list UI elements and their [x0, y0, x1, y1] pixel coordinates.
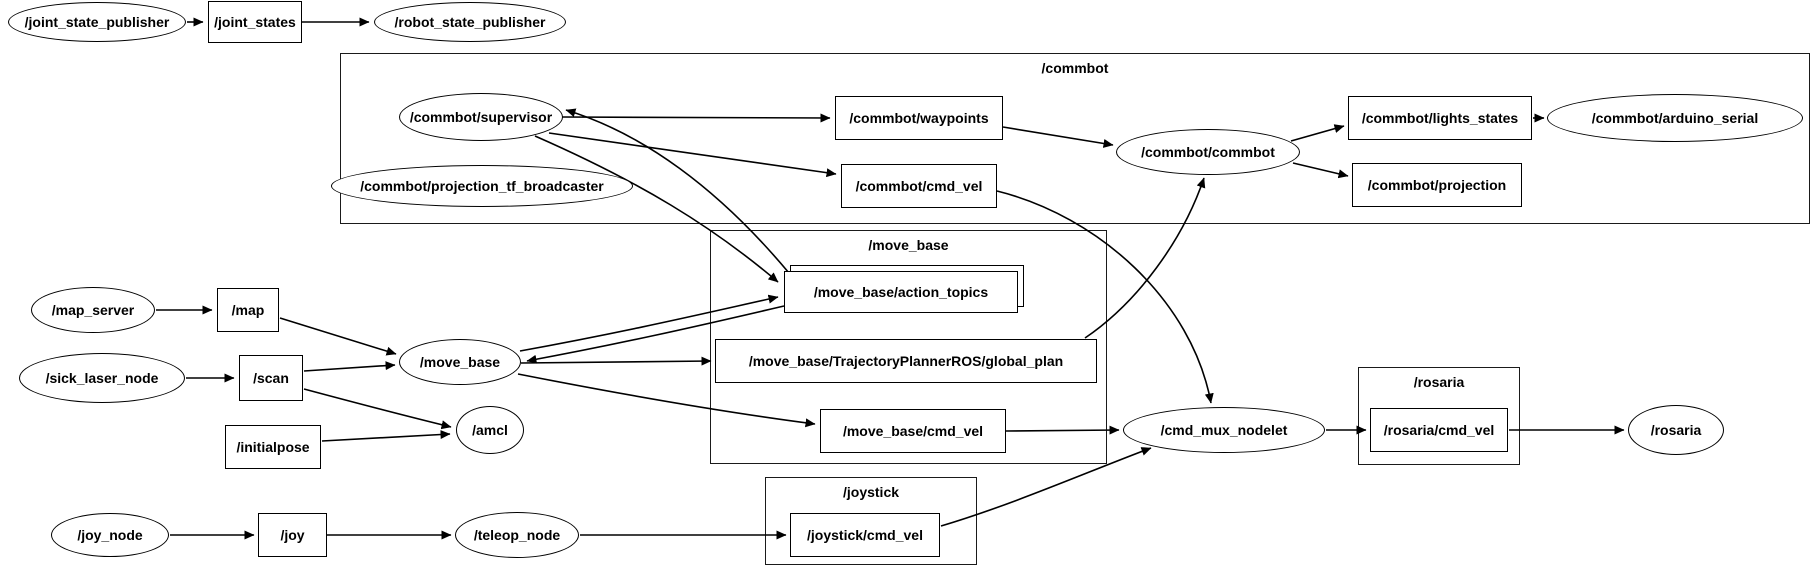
- topic-label: /move_base/TrajectoryPlannerROS/global_p…: [748, 353, 1064, 369]
- topic-label: /joystick/cmd_vel: [807, 527, 923, 543]
- node-map-server[interactable]: /map_server: [31, 287, 155, 333]
- topic-label: /move_base/cmd_vel: [842, 423, 984, 439]
- topic-label: /commbot/waypoints: [849, 110, 989, 126]
- node-label: /teleop_node: [473, 527, 561, 543]
- topic-scan[interactable]: /scan: [239, 355, 303, 401]
- node-label: /cmd_mux_nodelet: [1160, 422, 1288, 438]
- topic-commbot-projection[interactable]: /commbot/projection: [1352, 163, 1522, 207]
- node-label: /sick_laser_node: [45, 370, 159, 386]
- group-move-base: /move_base: [710, 230, 1107, 464]
- topic-initialpose[interactable]: /initialpose: [225, 425, 321, 469]
- group-rosaria: /rosaria: [1358, 367, 1520, 465]
- node-label: /commbot/projection_tf_broadcaster: [360, 178, 604, 194]
- node-label: /rosaria: [1650, 422, 1702, 438]
- node-robot-state-publisher[interactable]: /robot_state_publisher: [374, 2, 566, 42]
- topic-joint-states[interactable]: /joint_states: [208, 1, 302, 43]
- topic-label: /joy: [280, 527, 305, 543]
- node-commbot-supervisor[interactable]: /commbot/supervisor: [399, 93, 563, 141]
- topic-rosaria-cmd-vel[interactable]: /rosaria/cmd_vel: [1370, 408, 1508, 452]
- topic-map[interactable]: /map: [217, 288, 279, 332]
- topic-label: /move_base/action_topics: [813, 284, 989, 300]
- node-commbot-commbot[interactable]: /commbot/commbot: [1116, 129, 1300, 175]
- node-label: /joint_state_publisher: [24, 14, 170, 30]
- node-rosaria[interactable]: /rosaria: [1628, 405, 1724, 455]
- topic-move-base-cmd-vel[interactable]: /move_base/cmd_vel: [820, 409, 1006, 453]
- topic-move-base-global-plan[interactable]: /move_base/TrajectoryPlannerROS/global_p…: [715, 339, 1097, 383]
- topic-joy[interactable]: /joy: [258, 513, 327, 557]
- node-joint-state-publisher[interactable]: /joint_state_publisher: [8, 2, 186, 42]
- topic-label: /commbot/cmd_vel: [855, 178, 983, 194]
- topic-label: /initialpose: [236, 439, 310, 455]
- topic-label: /scan: [253, 370, 289, 386]
- node-label: /commbot/supervisor: [409, 109, 553, 125]
- node-joy-node[interactable]: /joy_node: [51, 513, 169, 557]
- node-label: /robot_state_publisher: [394, 14, 546, 30]
- node-label: /amcl: [472, 422, 508, 438]
- node-label: /move_base: [419, 354, 501, 370]
- group-joystick: /joystick: [765, 477, 977, 565]
- topic-label: /map: [231, 302, 265, 318]
- topic-label: /commbot/lights_states: [1361, 110, 1519, 126]
- node-teleop-node[interactable]: /teleop_node: [455, 512, 579, 558]
- group-commbot-label: /commbot: [1041, 60, 1109, 76]
- node-move-base[interactable]: /move_base: [399, 339, 521, 385]
- topic-joystick-cmd-vel[interactable]: /joystick/cmd_vel: [790, 513, 940, 557]
- group-joystick-label: /joystick: [842, 484, 900, 500]
- topic-move-base-action-topics[interactable]: /move_base/action_topics: [784, 271, 1018, 313]
- node-label: /joy_node: [77, 527, 143, 543]
- node-commbot-projection-tf-broadcaster[interactable]: /commbot/projection_tf_broadcaster: [331, 165, 633, 207]
- node-label: /commbot/arduino_serial: [1591, 110, 1759, 126]
- group-move-base-label: /move_base: [868, 237, 949, 253]
- topic-commbot-waypoints[interactable]: /commbot/waypoints: [835, 96, 1003, 140]
- node-commbot-arduino-serial[interactable]: /commbot/arduino_serial: [1547, 94, 1803, 142]
- topic-commbot-cmd-vel[interactable]: /commbot/cmd_vel: [841, 164, 997, 208]
- topic-label: /commbot/projection: [1367, 177, 1507, 193]
- topic-commbot-lights-states[interactable]: /commbot/lights_states: [1348, 96, 1532, 140]
- topic-label: /joint_states: [214, 14, 296, 30]
- node-label: /map_server: [51, 302, 135, 318]
- node-label: /commbot/commbot: [1141, 144, 1275, 160]
- node-cmd-mux-nodelet[interactable]: /cmd_mux_nodelet: [1123, 407, 1325, 453]
- node-sick-laser-node[interactable]: /sick_laser_node: [19, 353, 185, 403]
- node-amcl[interactable]: /amcl: [456, 406, 524, 454]
- group-rosaria-label: /rosaria: [1413, 374, 1465, 390]
- topic-label: /rosaria/cmd_vel: [1383, 422, 1495, 438]
